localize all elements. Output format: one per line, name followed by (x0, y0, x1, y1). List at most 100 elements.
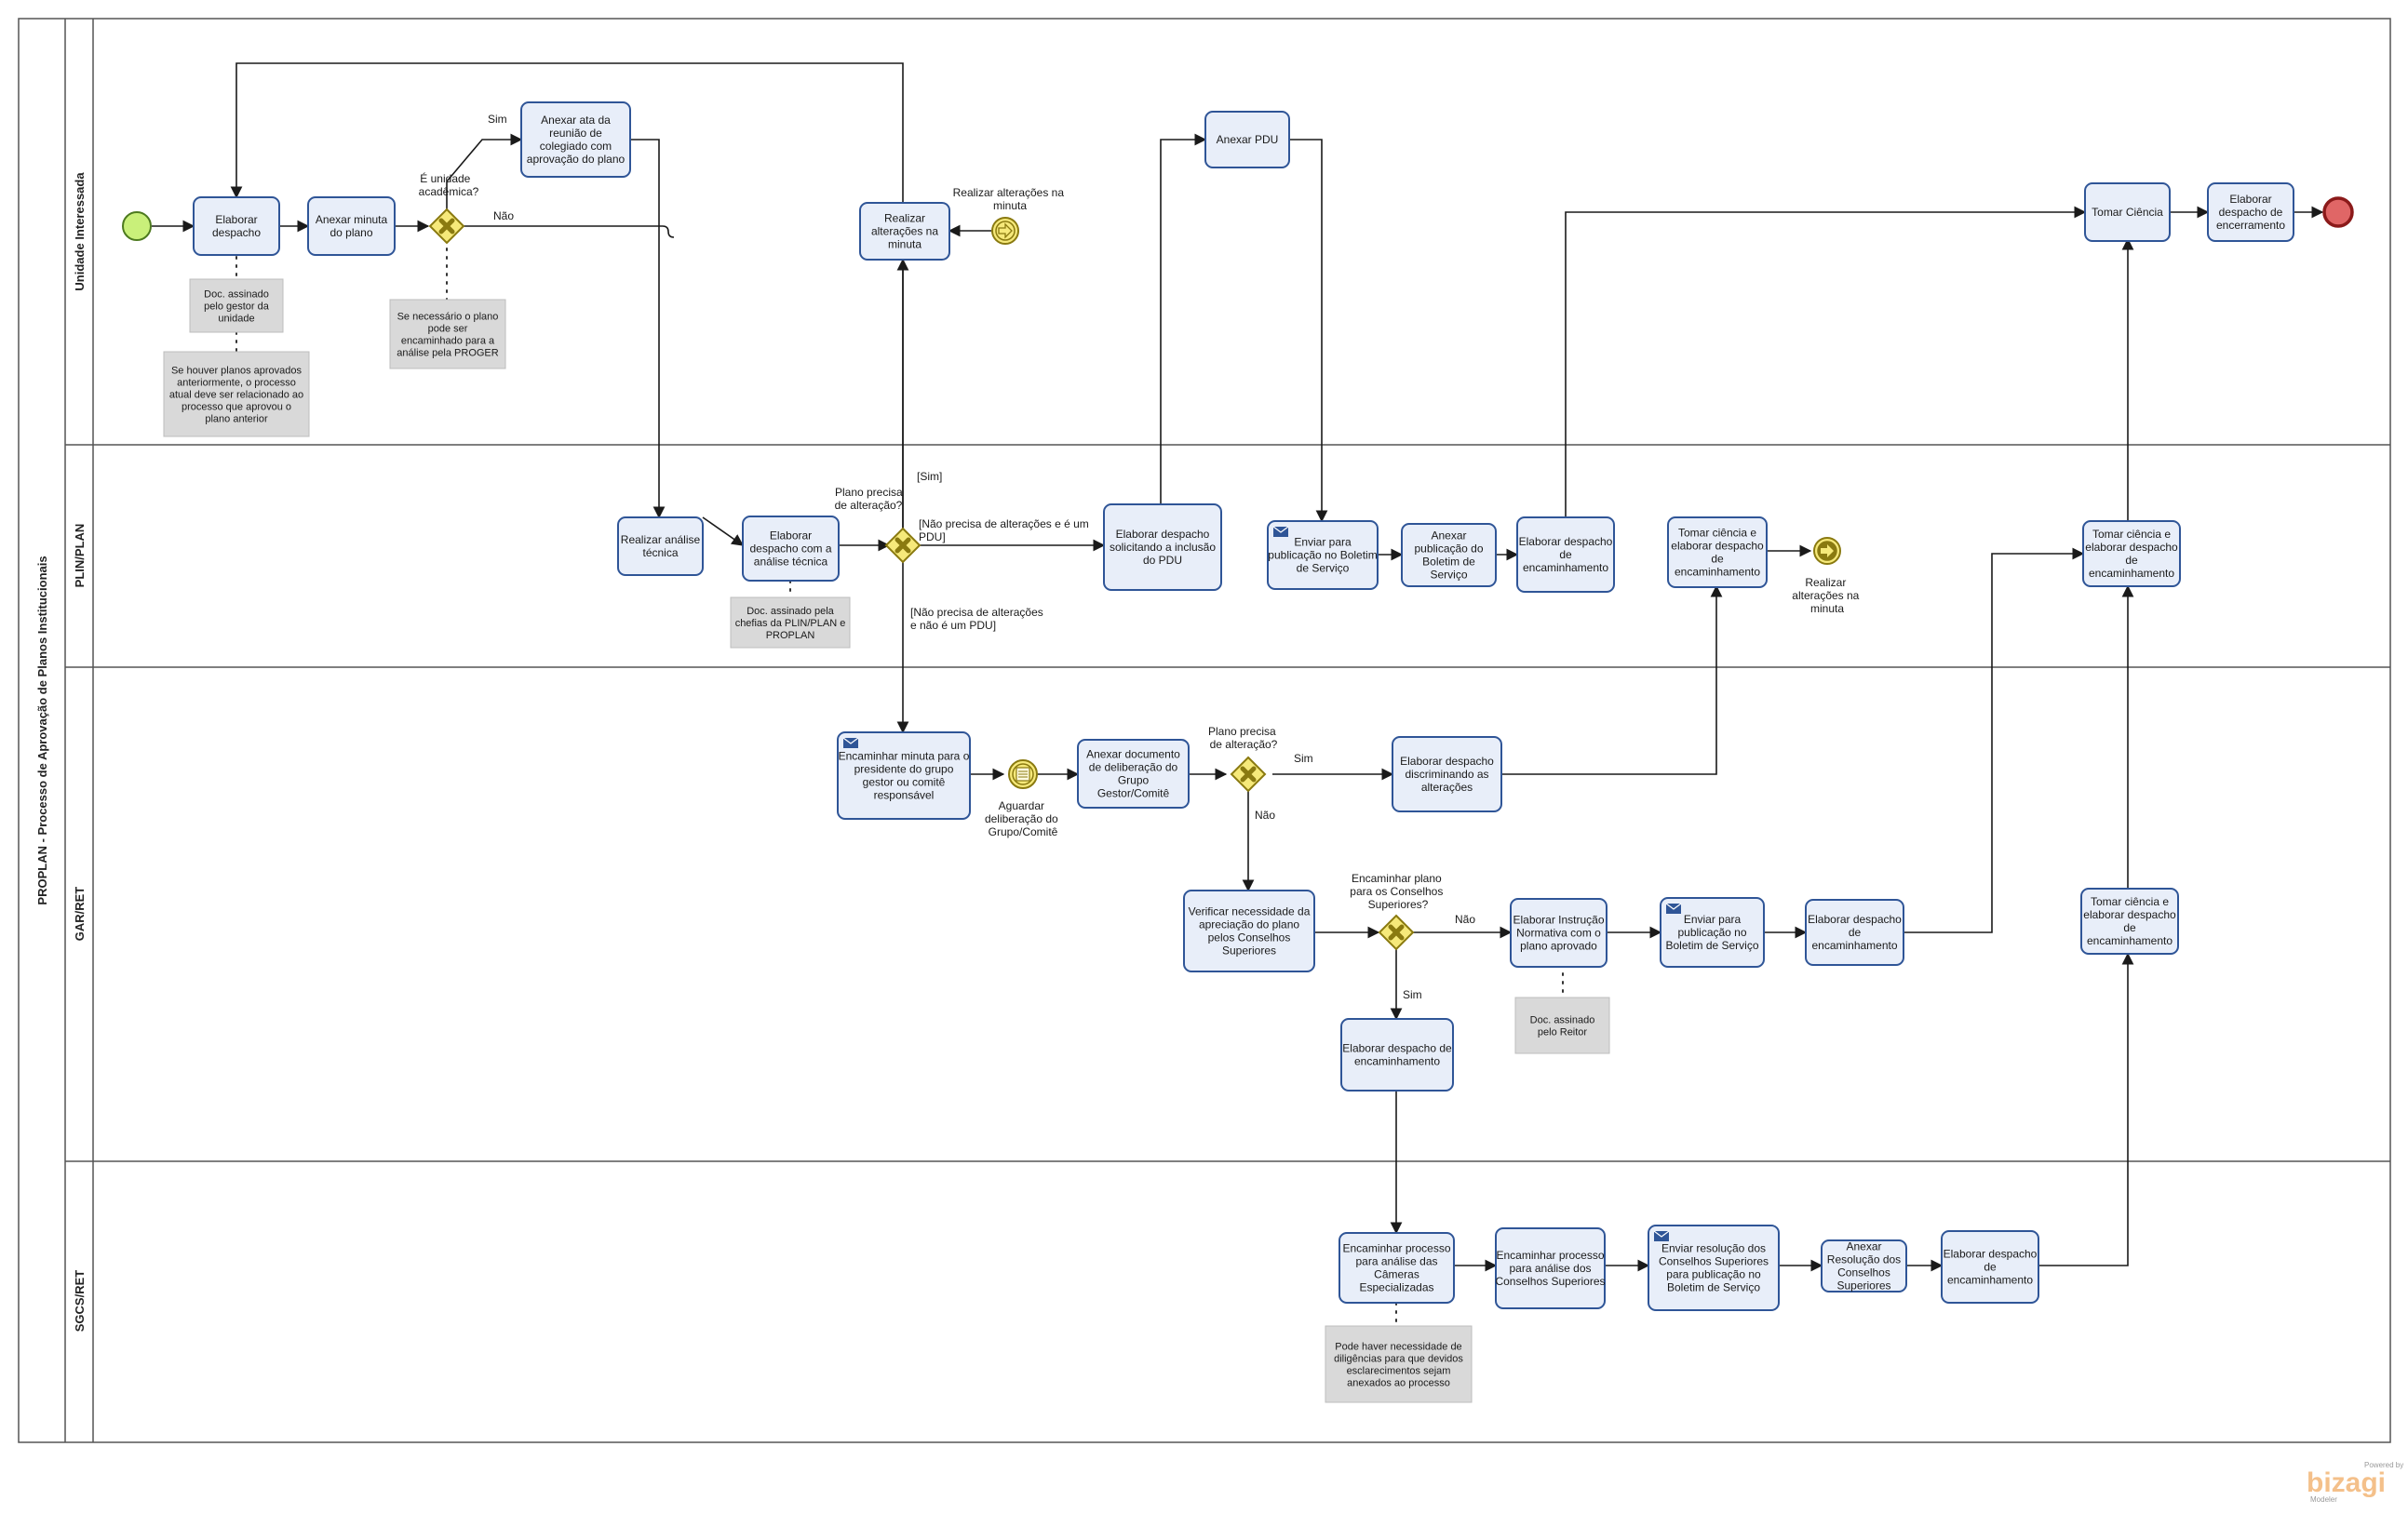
anexar-pdu-task[interactable]: Anexar PDU (1204, 111, 1290, 168)
task-box (2207, 182, 2294, 242)
lane-title-sgcs: SGCS/RET (73, 1270, 87, 1333)
flow-label-nao: Não (493, 209, 514, 222)
task-box (1340, 1018, 1454, 1092)
tomar-ciencia-task[interactable]: Tomar Ciência (2084, 182, 2171, 242)
lane-title-plin: PLIN/PLAN (73, 524, 87, 588)
watermark-brand: bizagi (2307, 1467, 2386, 1498)
flow-label-sim-bracket: [Sim] (917, 470, 942, 483)
associations (235, 239, 1564, 1327)
pool-title: PROPLAN - Processo de Aprovação de Plano… (35, 556, 49, 904)
gateway-label-unidade-academica: É unidade acadêmica? (419, 171, 479, 198)
gateway-plano-alteracao-gar (1230, 756, 1267, 793)
task-box (1667, 516, 1768, 588)
event-label-realizar-mid: Realizar alterações na minuta (1792, 576, 1862, 615)
task-box (1401, 523, 1497, 587)
flow-label-nao-nao-pdu: [Não precisa de alterações e não é um PD… (910, 606, 1046, 632)
task-box (1516, 516, 1615, 593)
task-label: Tomar Ciência (2092, 206, 2163, 219)
task-label: Anexar PDU (1217, 133, 1279, 146)
flow-label-sim: Sim (488, 113, 507, 126)
task-box (2080, 888, 2179, 955)
flow-label-nao-conselhos: Não (1455, 913, 1475, 926)
flow-label-nao-pdu: [Não precisa de alterações e é um PDU] (919, 517, 1092, 543)
task-box (1077, 739, 1190, 809)
gateways: É unidade acadêmica? Plano precisa de al… (419, 171, 1443, 951)
task-box (1204, 111, 1290, 168)
task-box (1510, 898, 1608, 968)
event-label-aguardar: Aguardar deliberação do Grupo/Comitê (985, 799, 1061, 838)
task-box (617, 516, 704, 576)
watermark-powered: Powered by (2364, 1461, 2403, 1469)
gateway-plano-alteracao-plin (884, 527, 921, 564)
envelope-icon (1272, 526, 1289, 537)
task-box (520, 101, 631, 178)
lane-title-unidade: Unidade Interessada (73, 172, 87, 291)
task-box (837, 731, 971, 820)
flow-label-sim-gar: Sim (1294, 752, 1313, 765)
task-box (1660, 897, 1765, 968)
sequence-flows (152, 62, 2324, 1272)
task-box (307, 196, 396, 256)
flow-label-nao-gar: Não (1255, 809, 1275, 822)
task-box (1821, 1239, 1907, 1293)
intermediate-event-realizar-mid (1813, 537, 1841, 565)
task-box (1267, 520, 1379, 590)
intermediate-event-aguardar (1008, 759, 1038, 789)
gateway-conselhos-superiores (1378, 914, 1415, 951)
